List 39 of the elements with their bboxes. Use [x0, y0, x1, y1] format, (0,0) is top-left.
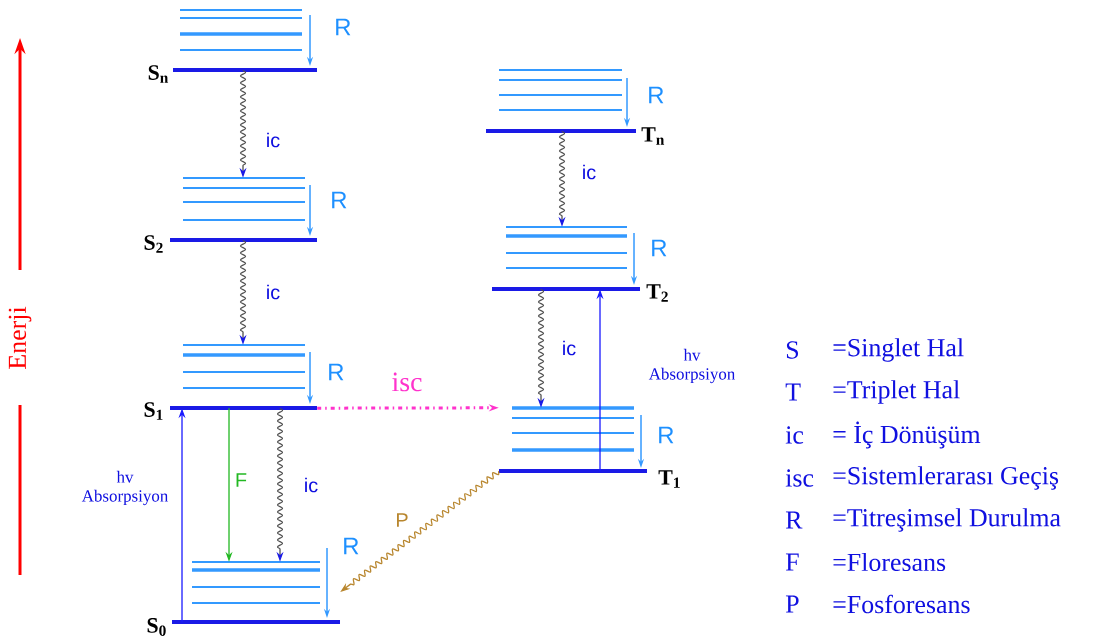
key-text: = İç Dönüşüm: [833, 421, 981, 449]
relaxation-label: R: [652, 239, 667, 257]
relaxation-label: R: [329, 363, 344, 381]
key-text: =Sistemlerarası Geçiş: [833, 466, 1059, 490]
key-text: F: [785, 553, 799, 571]
key-text: ic: [785, 426, 804, 444]
key-text: isc: [785, 469, 814, 487]
relaxation-label: R: [336, 18, 351, 36]
key-text: =Fosforesans: [833, 594, 970, 614]
axis-label: Enerji: [8, 306, 32, 369]
edge-label: ic: [264, 131, 282, 149]
edge-label: isc: [390, 371, 424, 393]
key-text: =Titreşimsel Durulma: [833, 508, 1061, 532]
key-text: S: [786, 341, 798, 359]
state-label: S$_{0}$: [147, 618, 166, 636]
relaxation-label: R: [332, 191, 347, 209]
key-text: T: [785, 383, 801, 401]
relaxation-label: R: [649, 86, 664, 104]
key-text: R: [785, 511, 803, 529]
edge-label: hv Absorpsiyon: [645, 347, 739, 385]
relaxation-label: R: [344, 537, 359, 555]
edge-label: ic: [580, 163, 598, 181]
relaxation-label: R: [659, 426, 674, 444]
state-label: T$_{2}$: [646, 284, 668, 302]
edge-label: P: [394, 512, 410, 528]
state-label: S$_{1}$: [144, 402, 163, 420]
state-label: S$_{2}$: [144, 235, 163, 253]
edge-label: ic: [264, 283, 282, 301]
state-label: S$_{n}$: [148, 65, 169, 83]
key-text: =Triplet Hal: [833, 380, 960, 404]
edge-label: hv Absorpsiyon: [78, 469, 172, 507]
key-text: P: [785, 595, 799, 613]
key-text: =Floresans: [833, 552, 946, 572]
edge-label: ic: [560, 339, 578, 357]
edge-label: ic: [302, 476, 320, 494]
key-text: =Singlet Hal: [833, 338, 964, 362]
state-label: T$_{1}$: [658, 470, 680, 488]
edge-label: F: [233, 472, 249, 488]
state-label: T$_{n}$: [641, 127, 665, 145]
